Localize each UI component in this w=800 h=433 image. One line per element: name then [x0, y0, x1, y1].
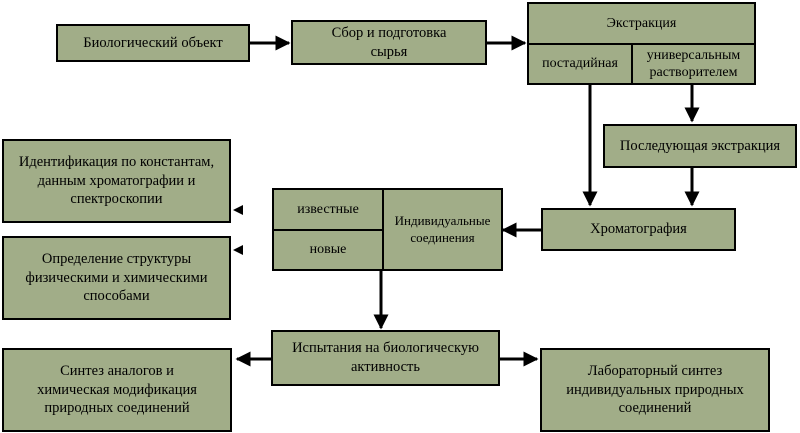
node-biological-object: Биологический объект — [56, 24, 250, 62]
node-subsequent-extraction-label: Последующая экстракция — [619, 137, 781, 154]
node-lab-synthesis-label: Лабораторный синтез индивидуальных приро… — [566, 362, 744, 417]
node-raw-material-prep-label: Сбор и подготовка сырья — [331, 24, 447, 60]
node-chromatography: Хроматография — [541, 208, 736, 251]
extraction-title: Экстракция — [606, 15, 677, 31]
node-bio-testing: Испытания на биологическую активность — [271, 330, 500, 386]
node-raw-material-prep: Сбор и подготовка сырья — [291, 20, 487, 65]
node-analog-synthesis: Синтез аналогов и химическая модификация… — [2, 348, 232, 432]
extraction-stepwise: постадийная — [542, 56, 618, 72]
node-structure-determination-label: Определение структуры физическими и хими… — [25, 250, 208, 305]
node-identification: Идентификация по константам, данным хром… — [2, 139, 231, 223]
node-extraction: Экстракция постадийная универсальным рас… — [527, 2, 756, 85]
node-bio-testing-label: Испытания на биологическую активность — [292, 340, 479, 375]
node-chromatography-label: Хроматография — [590, 221, 687, 238]
node-identification-label: Идентификация по константам, данным хром… — [18, 153, 215, 208]
node-lab-synthesis: Лабораторный синтез индивидуальных приро… — [540, 348, 770, 432]
node-individual-compounds: известные новые Индивидуальные соединени… — [272, 188, 503, 271]
node-subsequent-extraction: Последующая экстракция — [603, 124, 797, 168]
node-biological-object-label: Биологический объект — [83, 34, 223, 51]
extraction-universal: универсальным растворителем — [646, 47, 741, 81]
individual-compounds: Индивидуальные соединения — [394, 213, 491, 245]
individual-known: известные — [297, 201, 359, 217]
individual-new: новые — [309, 242, 347, 258]
node-structure-determination: Определение структуры физическими и хими… — [2, 236, 231, 320]
node-analog-synthesis-label: Синтез аналогов и химическая модификация… — [37, 362, 197, 417]
